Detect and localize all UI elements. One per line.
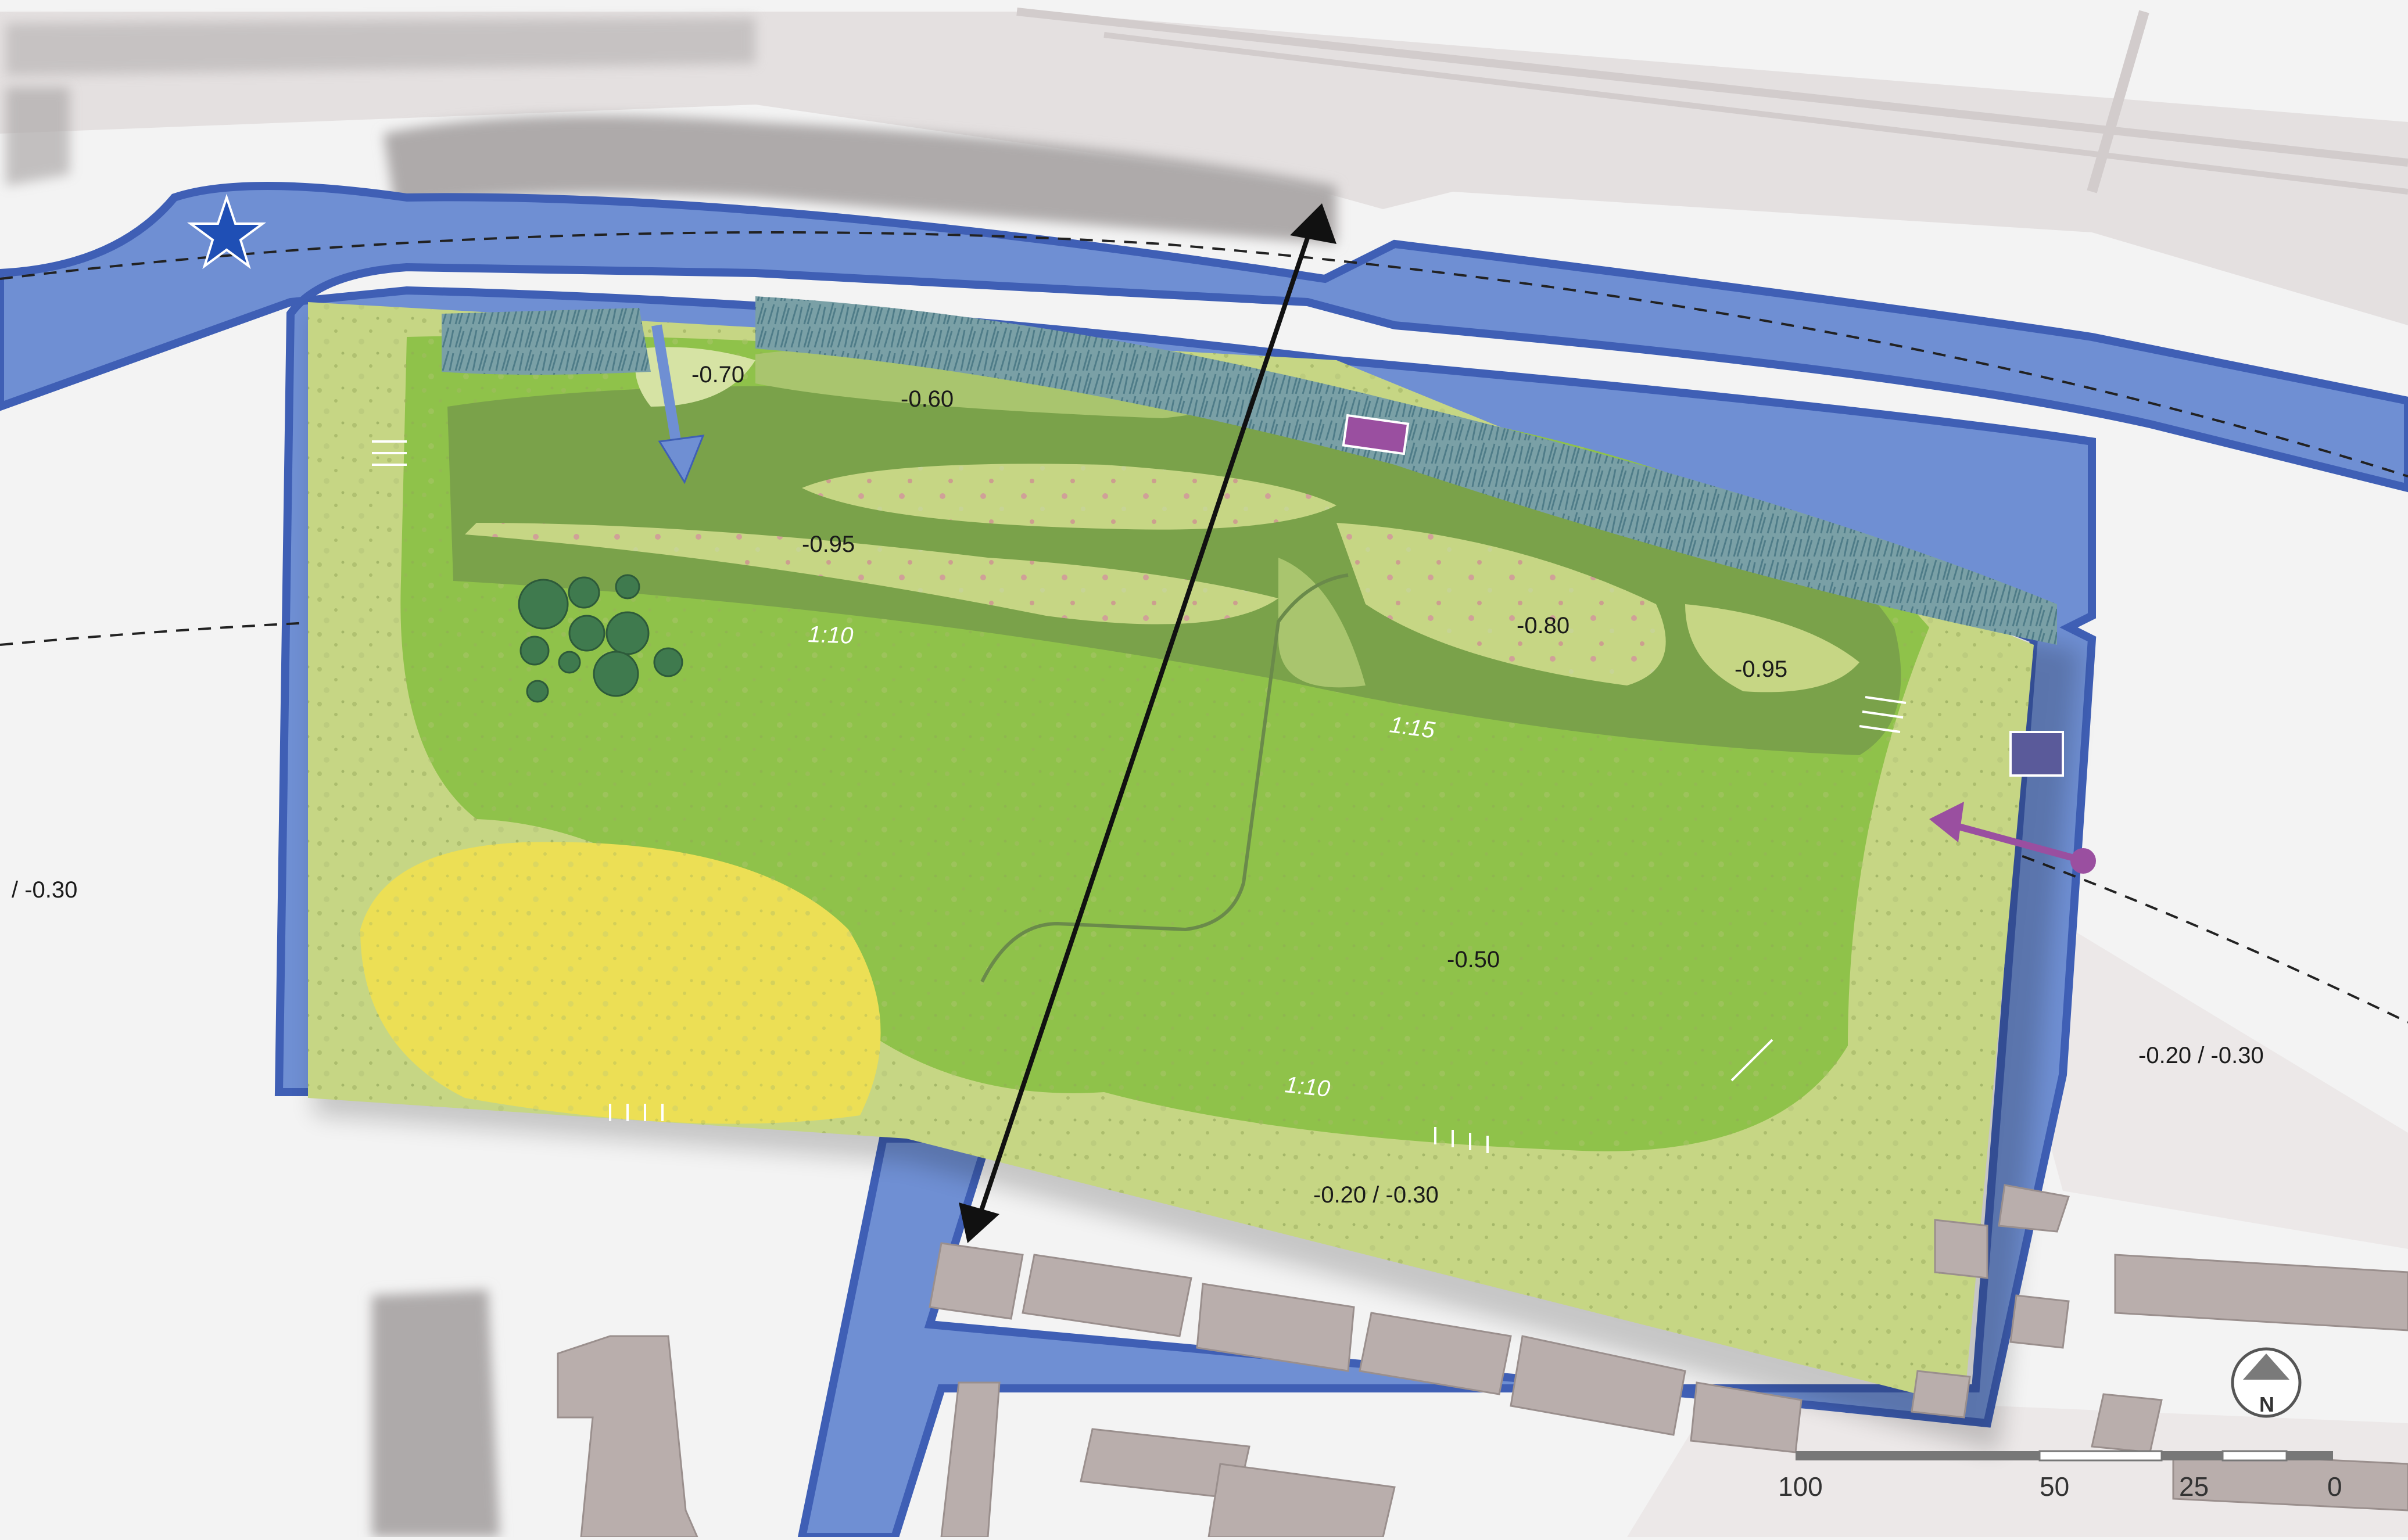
buildings bbox=[557, 1184, 2408, 1538]
scale-label: 50 bbox=[2040, 1471, 2069, 1502]
scale-label: 100 bbox=[1778, 1471, 1823, 1502]
footpath bbox=[980, 573, 1349, 983]
north-arrow-icon: N bbox=[2231, 1347, 2302, 1418]
reeds-north bbox=[755, 296, 2057, 645]
elevation-label: / -0.30 bbox=[12, 877, 77, 903]
elevation-label: -0.20 / -0.30 bbox=[2138, 1043, 2264, 1068]
water-inflow-arrow bbox=[651, 324, 705, 484]
elevation-label: -0.80 bbox=[1517, 613, 1569, 638]
elevation-label: -0.95 bbox=[1735, 656, 1787, 682]
elevation-label: -0.50 bbox=[1447, 947, 1500, 972]
tree-cluster bbox=[518, 574, 683, 703]
slope-label: 1:10 bbox=[808, 622, 854, 649]
elevation-label: -0.60 bbox=[901, 386, 954, 412]
step-markings bbox=[372, 440, 1907, 1153]
section-line bbox=[959, 203, 1336, 1243]
elevation-label: -0.20 / -0.30 bbox=[1313, 1182, 1439, 1208]
scale-bar: 100 50 25 0 bbox=[1778, 1450, 2342, 1502]
slope-label: 1:10 bbox=[1284, 1072, 1331, 1102]
contour-line-north bbox=[0, 231, 2408, 478]
existing-tree-canopy bbox=[6, 17, 1336, 1537]
north-label: N bbox=[2259, 1392, 2274, 1416]
star-icon bbox=[187, 193, 267, 270]
flower-islands bbox=[465, 347, 1859, 692]
elevation-label: -0.70 bbox=[691, 362, 744, 387]
scale-label: 0 bbox=[2327, 1471, 2342, 1502]
pump-structure bbox=[2009, 731, 2064, 777]
elevation-label: -0.95 bbox=[802, 532, 855, 557]
slope-label: 1:15 bbox=[1388, 712, 1437, 744]
reeds-west bbox=[442, 308, 651, 375]
inlet-arrow bbox=[1929, 802, 2096, 874]
weir-structure bbox=[1342, 414, 1410, 455]
scale-label: 25 bbox=[2179, 1471, 2209, 1502]
